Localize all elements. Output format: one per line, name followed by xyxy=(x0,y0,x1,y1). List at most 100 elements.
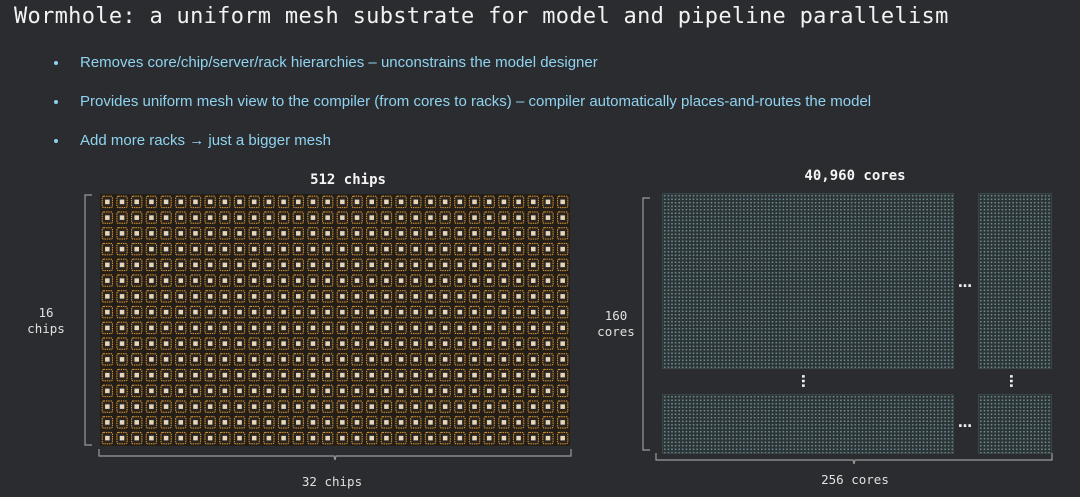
bullet-text: Removes core/chip/server/rack hierarchie… xyxy=(80,54,598,71)
chip-icon xyxy=(175,242,187,256)
chip-icon xyxy=(160,353,172,366)
chip-icon xyxy=(380,400,393,413)
chip-icon xyxy=(101,242,114,256)
chip-icon xyxy=(424,227,437,240)
chip-icon xyxy=(175,400,187,413)
core-rows-unit: cores xyxy=(597,324,635,339)
chip-icon xyxy=(454,416,466,429)
chip-icon xyxy=(248,368,260,382)
chip-icon xyxy=(366,368,378,382)
chip-icon xyxy=(512,337,525,350)
chip-icon xyxy=(336,274,349,287)
chip-icon xyxy=(512,227,525,240)
chip-icon xyxy=(395,258,407,272)
chip-icon xyxy=(233,305,246,319)
chip-icon xyxy=(263,195,275,209)
chip-icon xyxy=(468,258,481,272)
chip-icon xyxy=(483,321,495,335)
chip-icon xyxy=(366,400,378,413)
chip-icon xyxy=(527,416,539,429)
chip-icon xyxy=(454,400,466,413)
chip-icon xyxy=(321,321,334,335)
chip-icon xyxy=(131,431,143,445)
chip-icon xyxy=(439,227,451,240)
chip-icon xyxy=(321,337,334,350)
chip-icon xyxy=(336,337,349,350)
chip-mesh-svg xyxy=(101,195,569,445)
chip-icon xyxy=(542,258,554,272)
chip-icon xyxy=(366,274,378,287)
chip-icon xyxy=(498,337,510,350)
chip-icon xyxy=(498,227,510,240)
chip-icon xyxy=(336,195,349,209)
chip-icon xyxy=(424,305,437,319)
chip-icon xyxy=(498,416,510,429)
chip-icon xyxy=(145,211,158,224)
chip-icon xyxy=(219,353,231,366)
chip-icon xyxy=(527,195,539,209)
chip-icon xyxy=(307,242,319,256)
chip-icon xyxy=(380,431,393,445)
chip-icon xyxy=(410,368,422,382)
chip-icon xyxy=(277,305,290,319)
chip-icon xyxy=(101,321,114,335)
chip-icon xyxy=(556,321,569,335)
chip-icon xyxy=(366,431,378,445)
chip-icon xyxy=(527,400,539,413)
chip-icon xyxy=(131,353,143,366)
bullet-dot-icon xyxy=(54,139,58,143)
chip-icon xyxy=(175,353,187,366)
chip-icon xyxy=(292,353,304,366)
chip-icon xyxy=(145,337,158,350)
chip-icon xyxy=(468,353,481,366)
chip-icon xyxy=(527,258,539,272)
chip-icon xyxy=(542,305,554,319)
chip-icon xyxy=(189,290,202,303)
chip-icon xyxy=(204,400,216,413)
chip-icon xyxy=(219,400,231,413)
chip-icon xyxy=(307,274,319,287)
chip-icon xyxy=(351,337,363,350)
chip-icon xyxy=(233,258,246,272)
horizontal-ellipsis-icon: … xyxy=(958,415,972,431)
chip-icon xyxy=(204,431,216,445)
chip-icon xyxy=(204,337,216,350)
chip-icon xyxy=(351,274,363,287)
chip-icon xyxy=(233,274,246,287)
chip-icon xyxy=(101,431,114,445)
chip-icon xyxy=(277,400,290,413)
chip-icon xyxy=(336,305,349,319)
chip-icon xyxy=(101,274,114,287)
chip-icon xyxy=(439,274,451,287)
chip-icon xyxy=(439,353,451,366)
chip-icon xyxy=(542,368,554,382)
chip-icon xyxy=(336,368,349,382)
chip-icon xyxy=(292,321,304,335)
chip-icon xyxy=(468,242,481,256)
chip-icon xyxy=(248,400,260,413)
bullet-item: Removes core/chip/server/rack hierarchie… xyxy=(52,52,871,91)
chip-icon xyxy=(556,274,569,287)
chip-icon xyxy=(351,431,363,445)
chip-icon xyxy=(263,368,275,382)
chip-icon xyxy=(439,431,451,445)
chip-icon xyxy=(277,416,290,429)
chip-icon xyxy=(527,368,539,382)
chip-icon xyxy=(351,258,363,272)
chip-icon xyxy=(219,337,231,350)
chip-icon xyxy=(160,431,172,445)
chip-icon xyxy=(263,353,275,366)
chip-icon xyxy=(454,431,466,445)
chip-icon xyxy=(395,305,407,319)
chip-icon xyxy=(321,353,334,366)
chip-icon xyxy=(542,400,554,413)
chip-icon xyxy=(336,290,349,303)
chip-icon xyxy=(307,337,319,350)
chip-cols-label: 32 chips xyxy=(301,474,363,489)
chip-icon xyxy=(204,290,216,303)
chip-icon xyxy=(233,337,246,350)
chip-icon xyxy=(498,195,510,209)
chip-icon xyxy=(277,258,290,272)
chip-icon xyxy=(263,337,275,350)
core-block-main xyxy=(662,193,954,369)
